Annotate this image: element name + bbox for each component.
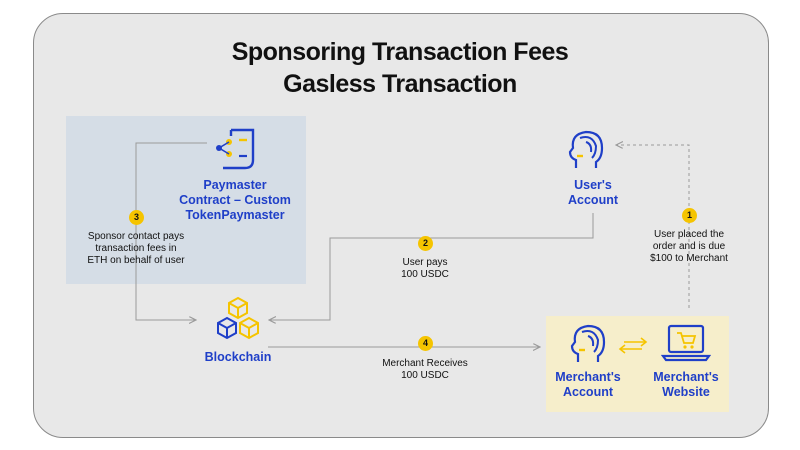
user-head-icon [568,130,604,168]
merchant-website-label: Merchant's Website [641,370,731,400]
paymaster-label-line3: TokenPaymaster [185,208,285,222]
step-3-label-line2: transaction fees in [95,243,177,254]
merchant-website-label-line1: Merchant's [653,370,719,384]
step-1-label: User placed the order and is due $100 to… [630,229,748,265]
merchant-account-label-line2: Account [563,385,613,399]
step-2-label: User pays 100 USDC [375,257,475,281]
step-3-label: Sponsor contact pays transaction fees in… [70,231,202,267]
step-3-badge: 3 [129,210,144,225]
user-account-label: User's Account [546,178,640,208]
user-account-label-line1: User's [574,178,612,192]
smart-contract-icon [216,128,255,170]
blockchain-label: Blockchain [204,350,272,364]
step-1-label-line2: order and is due [652,241,726,252]
step-2-label-line1: User pays [402,257,448,268]
connector-step-1 [617,145,690,308]
merchant-website-label-line2: Website [662,385,710,399]
paymaster-label: Paymaster Contract – Custom TokenPaymast… [165,178,305,223]
connector-step-3 [135,142,207,320]
merchant-account-label-line1: Merchant's [555,370,621,384]
sponsor-panel [66,116,306,284]
step-1-badge: 1 [682,208,697,223]
merchant-account-label: Merchant's Account [543,370,633,400]
paymaster-label-line2: Contract – Custom [179,193,291,207]
connector-step-2 [270,213,594,320]
step-4-label: Merchant Receives 100 USDC [365,358,485,382]
merchant-exchange-arrows [618,337,648,354]
step-2-badge: 2 [418,236,433,251]
user-account-label-line2: Account [568,193,618,207]
paymaster-label-line1: Paymaster [203,178,267,192]
diagram-title-line2: Gasless Transaction [283,70,517,98]
step-3-label-line1: Sponsor contact pays [87,231,185,242]
diagram-title-line1: Sponsoring Transaction Fees [231,38,569,66]
step-4-label-line2: 100 USDC [401,370,449,381]
laptop-cart-icon [661,324,711,362]
step-2-label-line2: 100 USDC [401,269,449,280]
blockchain-cubes-icon [217,296,259,340]
step-4-label-line1: Merchant Receives [382,358,468,369]
step-4-badge: 4 [418,336,433,351]
merchant-user-head-icon [570,324,606,362]
step-1-label-line1: User placed the [653,229,725,240]
step-3-label-line3: ETH on behalf of user [87,255,185,266]
step-1-label-line3: $100 to Merchant [650,253,728,264]
